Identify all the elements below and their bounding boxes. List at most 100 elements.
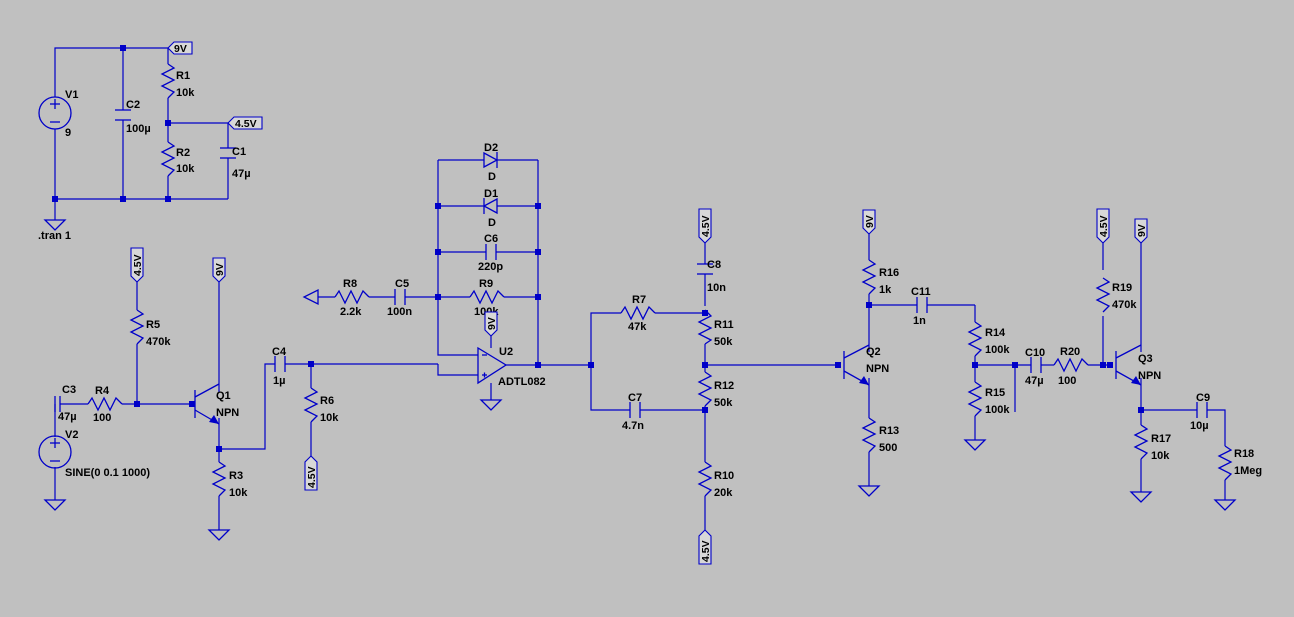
- c11-value: 1n: [913, 315, 926, 327]
- v1-name: V1: [65, 89, 78, 101]
- resistor-r20[interactable]: R20 100: [1053, 346, 1089, 387]
- r11-name: R11: [714, 319, 734, 331]
- c10-name: C10: [1025, 347, 1045, 359]
- r6-name: R6: [320, 395, 334, 407]
- net-label-4-5v: 4.5V: [235, 118, 257, 130]
- u2-value: ADTL082: [498, 376, 546, 388]
- resistor-r15[interactable]: R15 100k: [967, 381, 1010, 417]
- r14-value: 100k: [985, 344, 1010, 356]
- resistor-r18[interactable]: R18 1Meg: [1217, 445, 1262, 481]
- capacitor-c4[interactable]: C4 1µ: [272, 346, 287, 387]
- resistor-r4[interactable]: R4 100: [87, 385, 123, 424]
- capacitor-c5[interactable]: C5 100n: [387, 278, 412, 318]
- net-label-9v: 9V: [1136, 224, 1148, 237]
- capacitor-c11[interactable]: C11 1n: [911, 286, 931, 327]
- ground-icon: [479, 399, 503, 411]
- d2-name: D2: [484, 142, 498, 154]
- transistor-q1[interactable]: Q1 NPN: [194, 383, 239, 425]
- capacitor-c8[interactable]: C8 10n: [697, 259, 726, 294]
- net-flag-4-5v-r10: 4.5V: [698, 529, 712, 565]
- capacitor-c9[interactable]: C9 10µ: [1190, 392, 1210, 432]
- net-label-4-5v: 4.5V: [700, 540, 712, 562]
- resistor-r11[interactable]: R11 50k: [697, 309, 734, 348]
- r8-value: 2.2k: [340, 306, 362, 318]
- ground-symbols: [43, 219, 1237, 541]
- r18-name: R18: [1234, 448, 1254, 460]
- net-flag-9v-top: 9V: [167, 41, 193, 55]
- c7-name: C7: [628, 392, 642, 404]
- resistor-r1[interactable]: R1 10k: [160, 63, 195, 99]
- net-flag-9v-q1: 9V: [212, 257, 226, 283]
- v2-name: V2: [65, 429, 78, 441]
- capacitor-c1[interactable]: C1 47µ: [220, 146, 251, 180]
- r5-value: 470k: [146, 336, 171, 348]
- resistor-r10[interactable]: R10 20k: [697, 461, 734, 499]
- r8-name: R8: [343, 278, 357, 290]
- net-flag-4-5v-c8: 4.5V: [698, 208, 712, 244]
- r20-name: R20: [1060, 346, 1080, 358]
- c5-name: C5: [395, 278, 409, 290]
- spice-directive[interactable]: .tran 1: [38, 230, 71, 242]
- junctions: [52, 45, 1144, 452]
- c9-name: C9: [1196, 392, 1210, 404]
- resistor-r2[interactable]: R2 10k: [160, 141, 195, 177]
- transistor-q2[interactable]: Q2 NPN: [843, 344, 889, 386]
- ground-icon: [1129, 491, 1153, 503]
- r10-value: 20k: [714, 487, 733, 499]
- r15-name: R15: [985, 387, 1005, 399]
- resistor-r17[interactable]: R17 10k: [1133, 424, 1171, 462]
- resistor-r16[interactable]: R16 1k: [861, 259, 899, 296]
- r17-value: 10k: [1151, 450, 1170, 462]
- wires: [54, 47, 1226, 530]
- voltage-source-v2[interactable]: V2 SINE(0 0.1 1000): [38, 429, 150, 479]
- diode-d2[interactable]: D2 D: [483, 142, 499, 183]
- r10-name: R10: [714, 470, 734, 482]
- c2-name: C2: [126, 99, 140, 111]
- ground-icon: [857, 485, 881, 497]
- net-flag-9v-opamp: 9V: [484, 311, 498, 337]
- ground-icon: [1213, 499, 1237, 511]
- resistor-r19[interactable]: R19 470k: [1095, 277, 1137, 313]
- resistor-r3[interactable]: R3 10k: [211, 461, 248, 499]
- ground-icon: [43, 499, 67, 511]
- r4-value: 100: [93, 412, 111, 424]
- resistor-r7[interactable]: R7 47k: [620, 294, 656, 333]
- resistor-r13[interactable]: R13 500: [861, 417, 899, 454]
- resistor-r5[interactable]: R5 470k: [129, 309, 171, 348]
- net-flag-4-5v-r6: 4.5V: [304, 455, 318, 491]
- d1-value: D: [488, 217, 496, 229]
- r19-name: R19: [1112, 282, 1132, 294]
- resistor-r6[interactable]: R6 10k: [303, 387, 339, 424]
- voltage-source-v1[interactable]: V1 9: [38, 89, 78, 139]
- net-label-4-5v: 4.5V: [306, 466, 318, 488]
- r4-name: R4: [95, 385, 110, 397]
- r20-value: 100: [1058, 375, 1076, 387]
- c5-value: 100n: [387, 306, 412, 318]
- capacitor-c2[interactable]: C2 100µ: [115, 99, 151, 135]
- q1-value: NPN: [216, 407, 239, 419]
- net-flag-4-5v-top: 4.5V: [227, 116, 263, 130]
- opamp-u2[interactable]: U2 ADTL082: [477, 346, 546, 388]
- resistor-r12[interactable]: R12 50k: [697, 371, 734, 409]
- diode-d1[interactable]: D1 D: [482, 188, 498, 229]
- d2-value: D: [488, 171, 496, 183]
- capacitor-c3[interactable]: C3 47µ: [54, 384, 77, 423]
- capacitor-c10[interactable]: C10 47µ: [1025, 347, 1045, 387]
- r5-name: R5: [146, 319, 160, 331]
- r2-name: R2: [176, 147, 190, 159]
- r18-value: 1Meg: [1234, 465, 1262, 477]
- c2-value: 100µ: [126, 123, 151, 135]
- net-label-9v: 9V: [864, 215, 876, 228]
- r15-value: 100k: [985, 404, 1010, 416]
- r12-value: 50k: [714, 397, 733, 409]
- resistor-r14[interactable]: R14 100k: [967, 321, 1010, 357]
- resistor-r8[interactable]: R8 2.2k: [334, 278, 370, 318]
- transistor-q3[interactable]: Q3 NPN: [1115, 344, 1161, 386]
- capacitor-c7[interactable]: C7 4.7n: [622, 392, 644, 432]
- ground-icon: [207, 529, 231, 541]
- capacitor-c6[interactable]: C6 220p: [478, 233, 503, 273]
- ground-icon: [43, 219, 67, 231]
- net-label-4-5v: 4.5V: [132, 254, 144, 276]
- q3-value: NPN: [1138, 370, 1161, 382]
- v1-value: 9: [65, 127, 71, 139]
